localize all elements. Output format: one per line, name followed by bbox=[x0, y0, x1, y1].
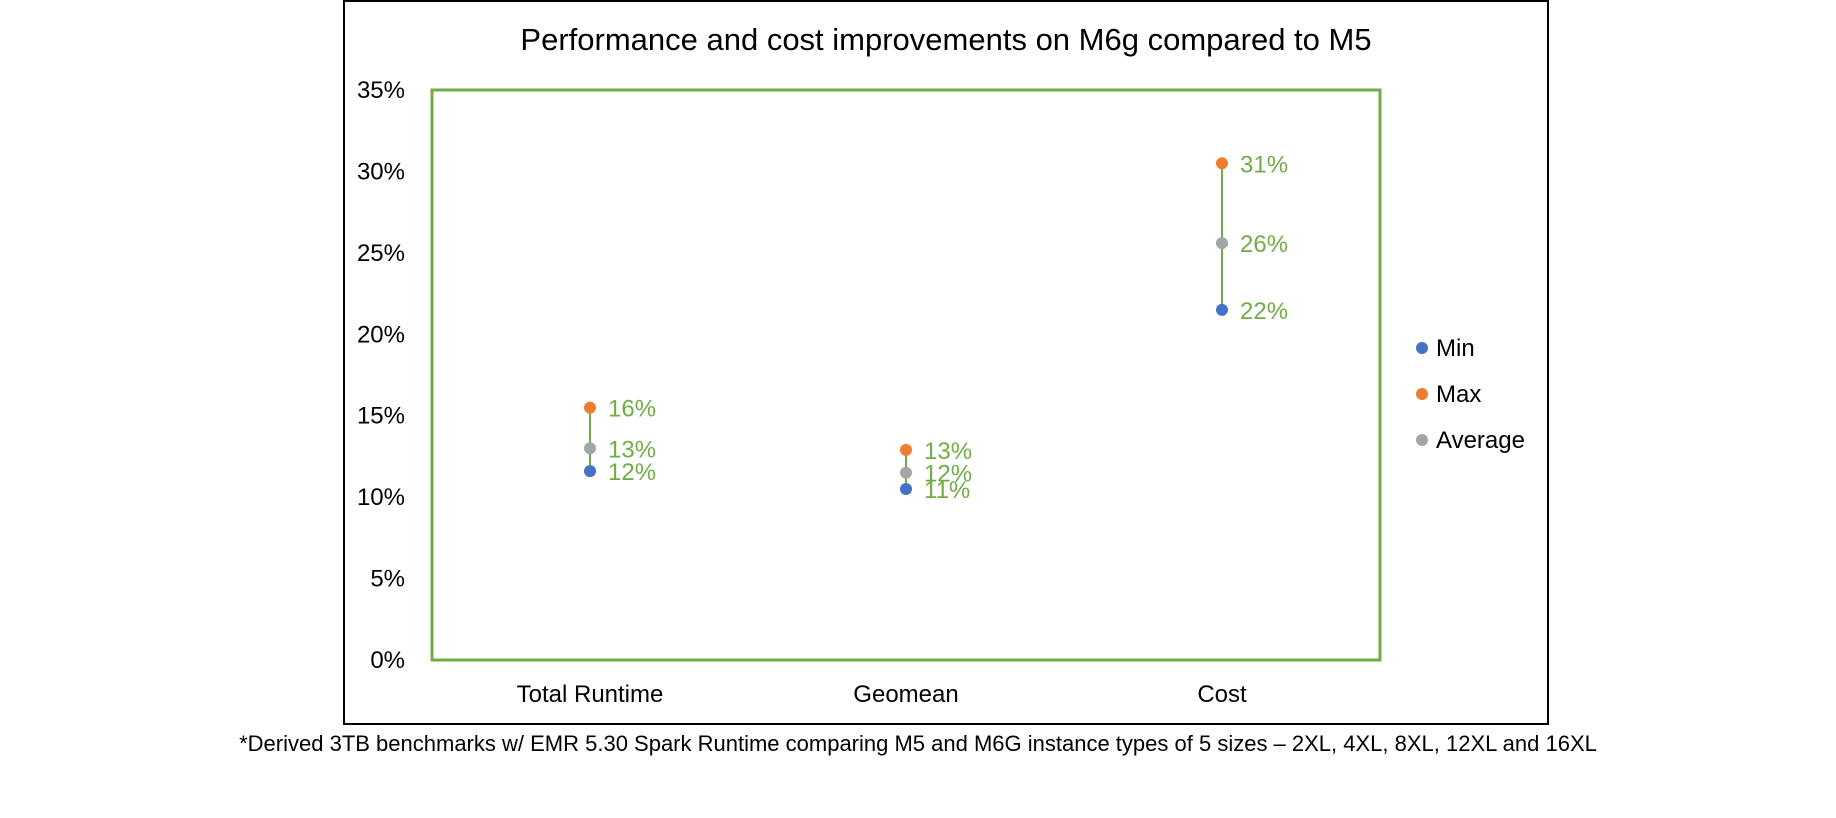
y-tick-label: 25% bbox=[357, 240, 405, 267]
y-tick-label: 20% bbox=[357, 321, 405, 348]
data-point-average bbox=[1216, 237, 1228, 250]
plot-area bbox=[430, 88, 1382, 662]
legend-label-min: Min bbox=[1436, 335, 1475, 362]
y-tick-label: 10% bbox=[357, 484, 405, 511]
data-points bbox=[584, 157, 1228, 495]
footnote: *Derived 3TB benchmarks w/ EMR 5.30 Spar… bbox=[239, 731, 1597, 756]
y-tick-label: 0% bbox=[370, 647, 405, 674]
data-label-average: 12% bbox=[924, 461, 972, 488]
data-label-max: 31% bbox=[1240, 151, 1288, 178]
data-labels: 12%11%22%16%13%31%13%12%26% bbox=[608, 151, 1288, 504]
data-point-max bbox=[1216, 157, 1228, 170]
range-lines bbox=[589, 163, 1223, 489]
data-point-average bbox=[584, 442, 596, 455]
data-label-min: 11% bbox=[924, 477, 970, 504]
legend-label-max: Max bbox=[1436, 381, 1481, 408]
data-point-max bbox=[584, 401, 596, 414]
y-tick-label: 35% bbox=[357, 77, 405, 104]
y-tick-label: 15% bbox=[357, 403, 405, 430]
legend-marker-average bbox=[1416, 434, 1428, 446]
data-label-average: 26% bbox=[1240, 231, 1288, 258]
y-tick-label: 30% bbox=[357, 158, 405, 185]
data-point-average bbox=[900, 466, 912, 479]
data-label-min: 22% bbox=[1240, 298, 1288, 325]
x-category-label: Geomean bbox=[853, 681, 958, 708]
data-label-average: 13% bbox=[608, 436, 656, 463]
data-label-min: 12% bbox=[608, 459, 656, 486]
data-label-max: 13% bbox=[924, 438, 972, 465]
legend-marker-min bbox=[1416, 342, 1428, 354]
x-category-label: Total Runtime bbox=[517, 681, 664, 708]
legend-marker-max bbox=[1416, 388, 1428, 400]
x-axis-category-labels: Total Runtime Geomean Cost bbox=[517, 681, 1247, 708]
data-label-max: 16% bbox=[608, 396, 656, 423]
range-dot-chart: Performance and cost improvements on M6g… bbox=[357, 22, 1525, 708]
y-axis-tick-labels: 0% 5% 10% 15% 20% 25% 30% 35% bbox=[357, 77, 405, 674]
data-point-max bbox=[900, 443, 912, 456]
chart-frame bbox=[343, 0, 1549, 725]
legend-label-average: Average bbox=[1436, 427, 1525, 454]
data-point-min bbox=[900, 483, 912, 495]
chart-title: Performance and cost improvements on M6g… bbox=[520, 22, 1371, 57]
y-tick-label: 5% bbox=[370, 566, 405, 593]
x-category-label: Cost bbox=[1197, 681, 1247, 708]
data-point-min bbox=[584, 465, 596, 478]
data-point-min bbox=[1216, 303, 1228, 316]
